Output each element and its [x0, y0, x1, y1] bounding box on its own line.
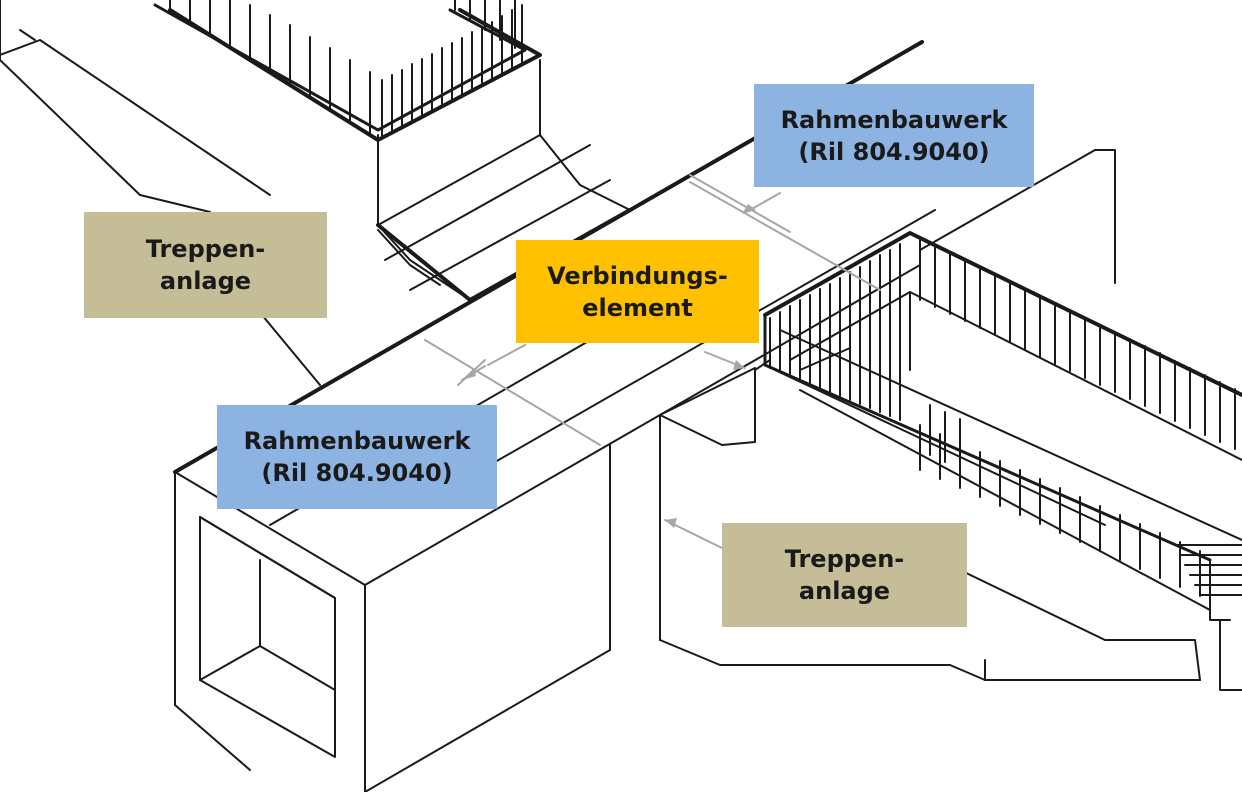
- label-treppenanlage-left-line2: anlage: [159, 267, 252, 295]
- label-rahmenbauwerk-bottom: Rahmenbauwerk (Ril 804.9040): [217, 405, 497, 509]
- label-rahmenbauwerk-top-line1: Rahmenbauwerk: [780, 105, 1008, 134]
- label-rahmenbauwerk-bottom-line1: Rahmenbauwerk: [243, 427, 471, 455]
- label-verbindungselement-line2: element: [582, 293, 693, 322]
- leader-arrowheads: [462, 204, 756, 528]
- label-treppenanlage-left: Treppen- anlage: [84, 212, 327, 318]
- label-treppenanlage-right: Treppen- anlage: [722, 523, 967, 627]
- label-rahmenbauwerk-bottom-line2: (Ril 804.9040): [261, 459, 453, 487]
- label-verbindungselement-line1: Verbindungs-: [547, 261, 728, 290]
- label-verbindungselement: Verbindungs- element: [516, 240, 759, 343]
- label-rahmenbauwerk-top: Rahmenbauwerk (Ril 804.9040): [754, 84, 1034, 187]
- label-treppenanlage-left-line1: Treppen-: [145, 235, 266, 263]
- upper-left-railing: [153, 0, 542, 142]
- label-rahmenbauwerk-top-line2: (Ril 804.9040): [798, 137, 990, 166]
- label-treppenanlage-right-line2: anlage: [798, 577, 891, 605]
- right-railing: [763, 231, 1242, 691]
- label-treppenanlage-right-line1: Treppen-: [784, 545, 905, 573]
